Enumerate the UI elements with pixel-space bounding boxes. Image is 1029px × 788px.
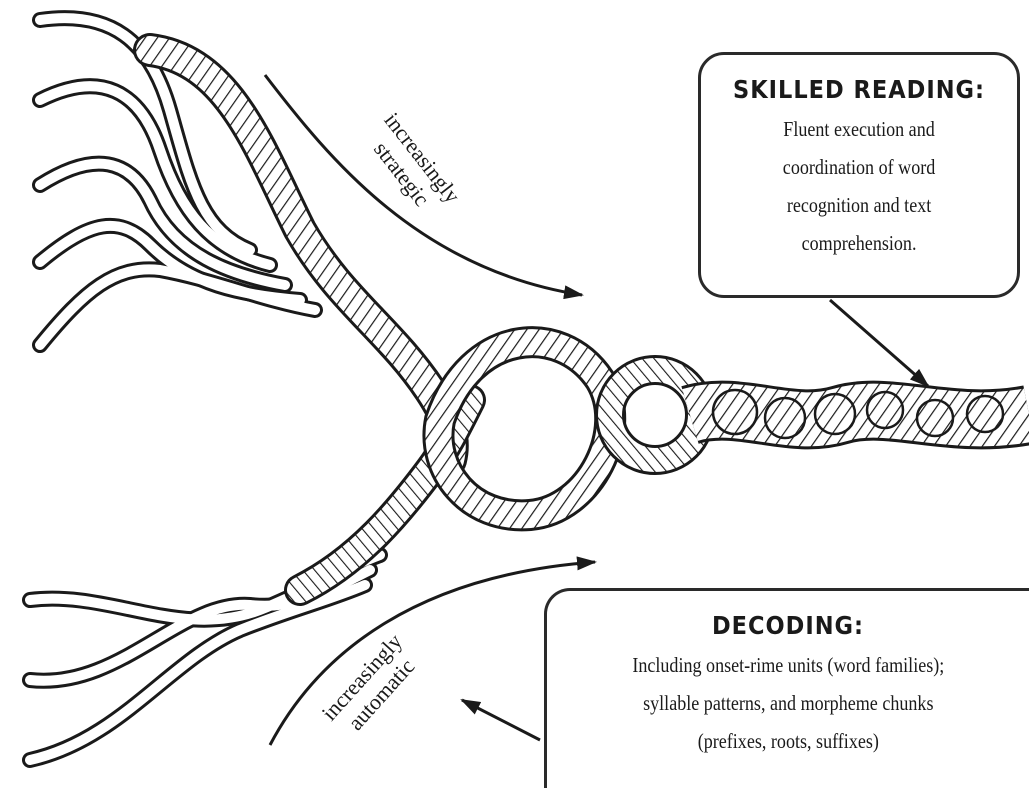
skilled-reading-line-4: comprehension.	[715, 224, 1002, 262]
second-loop	[610, 370, 700, 460]
skilled-reading-callout: SKILLED READING: Fluent execution and co…	[698, 52, 1020, 298]
skilled-reading-line-2: coordination of word	[715, 148, 1002, 186]
skilled-pointer-arrow	[830, 300, 928, 386]
decoding-callout: DECODING: Including onset-rime units (wo…	[544, 588, 1029, 788]
decoding-line-2: syllable patterns, and morpheme chunks	[562, 684, 1015, 722]
skilled-reading-line-1: Fluent execution and	[715, 110, 1002, 148]
skilled-reading-description: Fluent execution and coordination of wor…	[715, 110, 1002, 262]
skilled-reading-title: SKILLED READING:	[715, 75, 1003, 104]
tight-braid	[690, 390, 1029, 438]
decoding-line-3: (prefixes, roots, suffixes)	[562, 722, 1015, 760]
skilled-reading-line-3: recognition and text	[715, 186, 1002, 224]
decoding-line-1: Including onset-rime units (word familie…	[562, 646, 1015, 684]
decoding-title: DECODING:	[561, 611, 1015, 640]
decoding-description: Including onset-rime units (word familie…	[562, 646, 1015, 760]
decoding-pointer-arrow	[462, 700, 540, 740]
